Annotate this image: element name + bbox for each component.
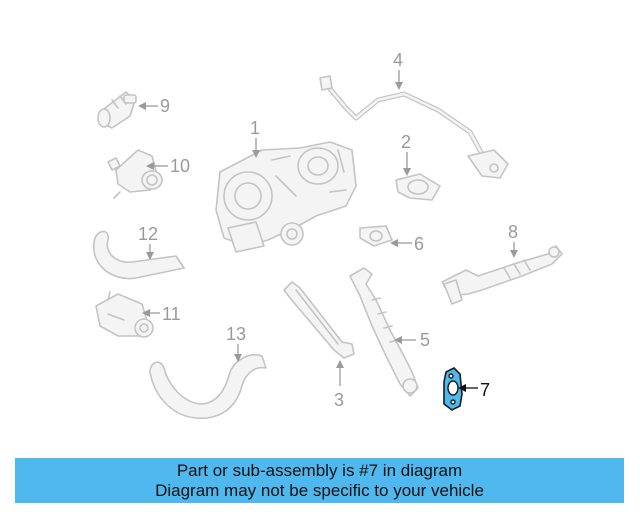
- banner-line-disclaimer: Diagram may not be specific to your vehi…: [155, 480, 484, 500]
- callout-9: 9: [160, 96, 170, 116]
- part-11-valve[interactable]: [95, 291, 154, 338]
- part-6-gasket[interactable]: [359, 225, 393, 247]
- callout-3: 3: [334, 390, 344, 410]
- leader-lines: [138, 70, 518, 392]
- callout-8: 8: [508, 222, 518, 242]
- part-9-valve[interactable]: [97, 91, 137, 129]
- callout-7: 7: [480, 380, 490, 400]
- part-7-gasket[interactable]: [443, 367, 463, 411]
- callout-1: 1: [250, 118, 260, 138]
- callout-4: 4: [393, 50, 403, 70]
- callout-2: 2: [401, 132, 411, 152]
- part-5-oil-line[interactable]: [349, 267, 419, 397]
- part-3-bracket[interactable]: [283, 281, 355, 359]
- part-12-hose[interactable]: [92, 230, 185, 280]
- part-1-turbocharger[interactable]: [215, 141, 357, 253]
- part-8-pipe[interactable]: [441, 245, 563, 305]
- callout-5: 5: [420, 330, 430, 350]
- part-2-gasket[interactable]: [395, 173, 441, 201]
- info-banner: Part or sub-assembly is #7 in diagram Di…: [15, 458, 624, 503]
- callout-13: 13: [226, 324, 246, 344]
- callout-6: 6: [414, 234, 424, 254]
- callout-10: 10: [170, 156, 190, 176]
- parts-diagram: 1 2 3 4 5 6 7 8 9 10 11 12 13: [92, 50, 563, 419]
- callout-11: 11: [162, 304, 181, 324]
- banner-line-part: Part or sub-assembly is #7 in diagram: [176, 460, 463, 480]
- part-4-pipe[interactable]: [319, 75, 509, 179]
- part-13-hose[interactable]: [149, 354, 267, 419]
- part-10-valve[interactable]: [107, 149, 163, 199]
- callout-12: 12: [138, 224, 158, 244]
